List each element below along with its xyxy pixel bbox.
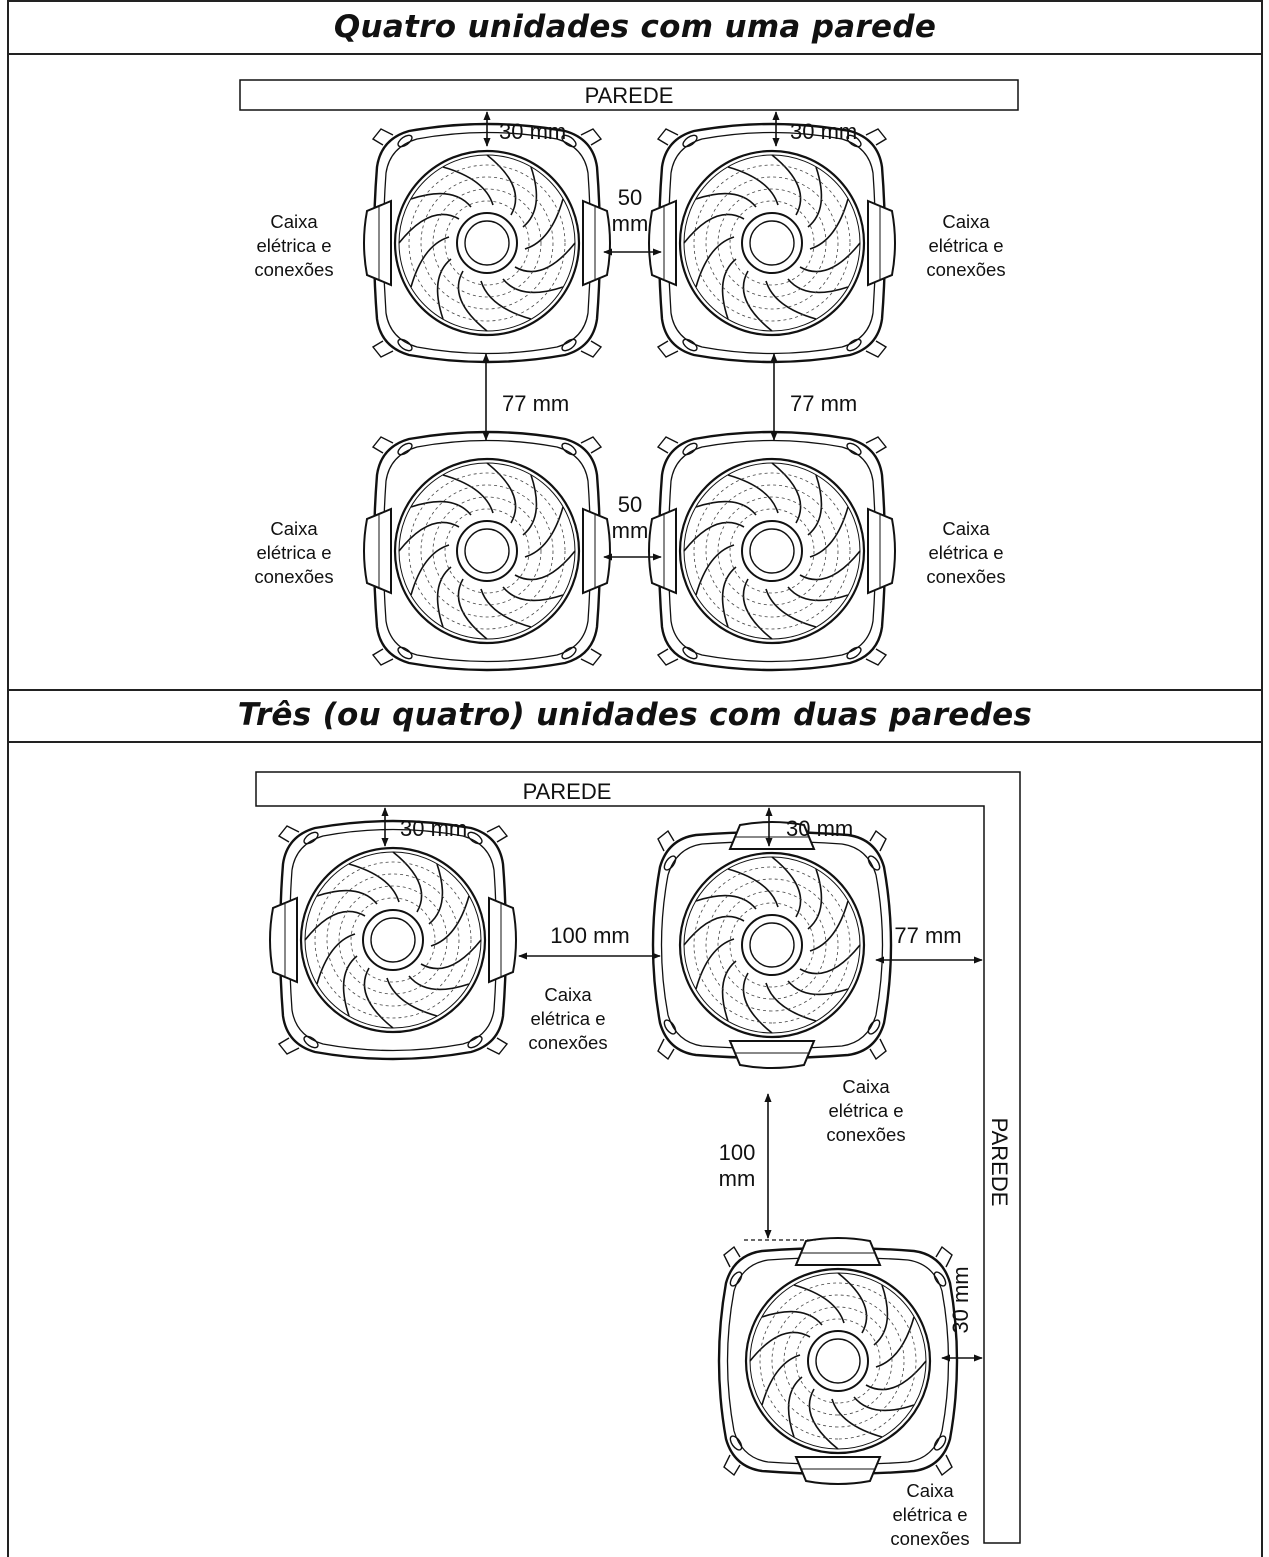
dimension-label: 77 mm: [790, 391, 857, 416]
condenser-unit: [653, 822, 891, 1068]
dimension-label: 100 mm: [550, 923, 629, 948]
svg-text:conexões: conexões: [926, 566, 1005, 587]
svg-text:conexões: conexões: [254, 566, 333, 587]
wall-label: PAREDE: [585, 83, 674, 108]
svg-text:Caixa: Caixa: [270, 518, 318, 539]
svg-text:elétrica e: elétrica e: [256, 235, 331, 256]
svg-text:elétrica e: elétrica e: [928, 235, 1003, 256]
section-title-two-walls: Três (ou quatro) unidades com duas pared…: [237, 697, 1033, 733]
svg-text:Caixa: Caixa: [906, 1480, 954, 1501]
condenser-unit: [647, 122, 897, 364]
svg-text:conexões: conexões: [528, 1032, 607, 1053]
dimension-label: 77 mm: [894, 923, 961, 948]
box-label-unit-2: Caixa elétrica e conexões: [826, 1076, 905, 1145]
svg-text:elétrica e: elétrica e: [256, 542, 331, 563]
svg-text:elétrica e: elétrica e: [530, 1008, 605, 1029]
svg-text:Caixa: Caixa: [270, 211, 318, 232]
dimension-label: 50: [618, 185, 642, 210]
dimension-label: 30 mm: [790, 119, 857, 144]
condenser-unit: [719, 1238, 957, 1484]
svg-text:elétrica e: elétrica e: [828, 1100, 903, 1121]
svg-text:Caixa: Caixa: [942, 518, 990, 539]
dimension-label: 100: [719, 1140, 756, 1165]
condenser-unit: [362, 430, 612, 672]
svg-text:conexões: conexões: [254, 259, 333, 280]
page-frame: [7, 0, 1263, 1557]
dimension-label: mm: [612, 211, 649, 236]
svg-text:elétrica e: elétrica e: [928, 542, 1003, 563]
dimension-label: 30 mm: [948, 1266, 973, 1333]
dimension-label: 30 mm: [400, 816, 467, 841]
svg-text:conexões: conexões: [890, 1528, 969, 1549]
l-shaped-wall: [255, 771, 1021, 1544]
svg-text:elétrica e: elétrica e: [892, 1504, 967, 1525]
section-title-one-wall: Quatro unidades com uma parede: [333, 9, 937, 45]
box-label-top-left: Caixa elétrica e conexões: [254, 211, 333, 280]
box-label-unit-3: Caixa elétrica e conexões: [890, 1480, 969, 1549]
dimension-label: 30 mm: [499, 119, 566, 144]
svg-text:conexões: conexões: [926, 259, 1005, 280]
dimension-label: 30 mm: [786, 816, 853, 841]
dimension-label: 77 mm: [502, 391, 569, 416]
wall-label: PAREDE: [523, 779, 612, 804]
svg-text:conexões: conexões: [826, 1124, 905, 1145]
divider: [7, 741, 1263, 743]
condenser-unit: [647, 430, 897, 672]
divider: [7, 689, 1263, 691]
divider: [7, 53, 1263, 55]
svg-text:Caixa: Caixa: [842, 1076, 890, 1097]
condenser-unit: [362, 122, 612, 364]
wall: [239, 79, 1019, 111]
svg-text:Caixa: Caixa: [544, 984, 592, 1005]
box-label-unit-1: Caixa elétrica e conexões: [528, 984, 607, 1053]
svg-text:Caixa: Caixa: [942, 211, 990, 232]
box-label-top-right: Caixa elétrica e conexões: [926, 211, 1005, 280]
condenser-unit: [268, 819, 518, 1061]
box-label-bottom-right: Caixa elétrica e conexões: [926, 518, 1005, 587]
wall-label-vertical: PAREDE: [987, 1118, 1012, 1207]
dimension-label: 50: [618, 492, 642, 517]
dimension-label: mm: [719, 1166, 756, 1191]
box-label-bottom-left: Caixa elétrica e conexões: [254, 518, 333, 587]
dimension-label: mm: [612, 518, 649, 543]
